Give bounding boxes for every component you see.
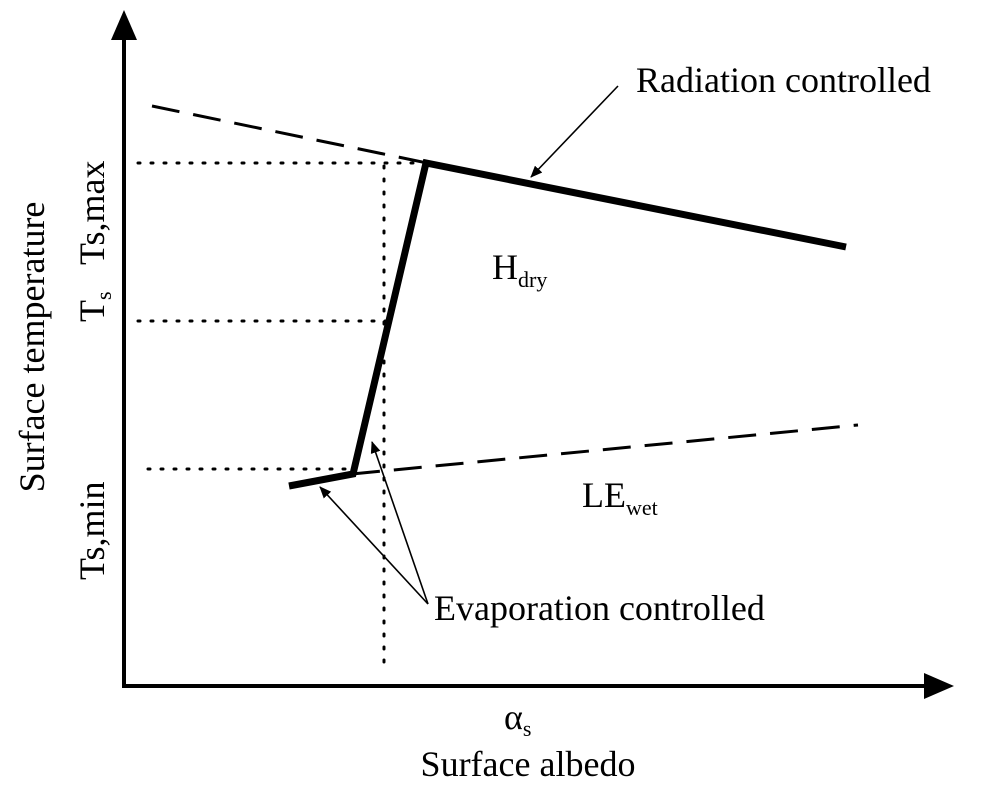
ts-label-subscript: s — [91, 291, 116, 300]
wet-region-subscript: wet — [626, 495, 658, 520]
y-axis-arrowhead — [111, 10, 137, 40]
albedo-symbol: α — [504, 697, 523, 737]
dry-region-main: H — [492, 247, 518, 287]
evaporation-controlled-label: Evaporation controlled — [434, 588, 765, 628]
evaporation-pointer-arrow-left — [319, 486, 429, 605]
surface-temperature-curve — [288, 158, 847, 490]
wet-region-label: LEwet — [582, 475, 658, 520]
albedo-symbol-subscript: s — [523, 716, 532, 741]
evaporation-limit-dashed-line — [351, 423, 859, 476]
ts-label-main: T — [72, 300, 112, 322]
radiation-controlled-label: Radiation controlled — [636, 60, 931, 100]
y-axis-title: Surface temperature — [12, 202, 52, 493]
albedo-symbol-label: αs — [504, 697, 531, 741]
evaporation-pointer-arrow-right — [370, 441, 429, 605]
radiation-limit-dashed-line — [151, 104, 428, 165]
radiation-pointer-arrow — [530, 85, 619, 178]
x-axis-arrowhead — [924, 673, 954, 699]
x-axis-title: Surface albedo — [421, 744, 636, 784]
ts-max-label: Ts,max — [72, 161, 112, 265]
dry-region-label: Hdry — [492, 247, 547, 292]
ts-min-label: Ts,min — [72, 482, 112, 581]
dry-region-subscript: dry — [518, 267, 547, 292]
wet-region-main: LE — [582, 475, 626, 515]
ts-label: Ts — [72, 291, 116, 322]
